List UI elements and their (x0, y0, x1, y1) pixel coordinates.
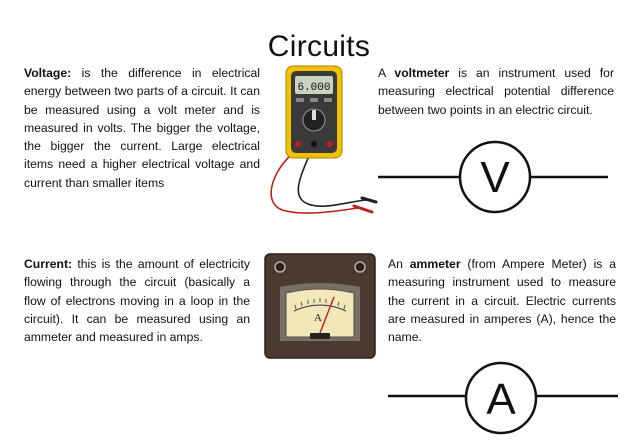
voltmeter-paragraph: A voltmeter is an instrument used for me… (378, 64, 614, 119)
ammeter-symbol: A (388, 361, 618, 435)
ammeter-image: A (264, 253, 376, 359)
voltmeter-prefix: A (378, 66, 395, 80)
voltmeter-term: voltmeter (394, 66, 450, 80)
ammeter-term: ammeter (409, 257, 461, 271)
current-paragraph: Current: this is the amount of electrici… (24, 255, 250, 346)
current-text: this is the amount of electricity flowin… (24, 257, 250, 345)
voltmeter-text: is an instrument used for measuring elec… (378, 66, 614, 117)
voltage-text: is the difference in electrical energy b… (24, 66, 260, 190)
ammeter-prefix: An (388, 257, 410, 271)
voltmeter-symbol-letter: V (480, 153, 510, 202)
current-term: Current: (24, 257, 73, 271)
ammeter-paragraph: An ammeter (from Ampere Meter) is a meas… (388, 255, 616, 346)
multimeter-display: 6.000 (297, 82, 330, 94)
ammeter-text: (from Ampere Meter) is a measuring instr… (388, 257, 616, 345)
voltmeter-symbol: V (378, 140, 608, 214)
voltage-term: Voltage: (24, 66, 72, 80)
page-title: Circuits (267, 30, 371, 64)
multimeter-image: 6.000 (270, 65, 378, 214)
ammeter-symbol-letter: A (486, 375, 516, 424)
ammeter-dial-letter: A (314, 312, 322, 324)
voltage-paragraph: Voltage: is the difference in electrical… (24, 64, 260, 192)
